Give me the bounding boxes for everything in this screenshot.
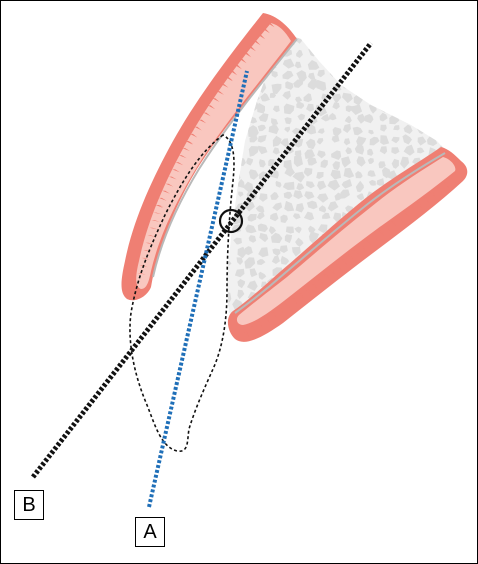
- circle-marker-icon: [218, 208, 244, 234]
- axis-line-b: [31, 41, 373, 479]
- axis-line-a: [147, 70, 249, 508]
- gingiva-right: [227, 147, 468, 342]
- label-b: B: [14, 490, 44, 520]
- label-a: A: [135, 517, 165, 547]
- tooth-outline: [129, 134, 235, 452]
- gingiva-left: [121, 13, 298, 301]
